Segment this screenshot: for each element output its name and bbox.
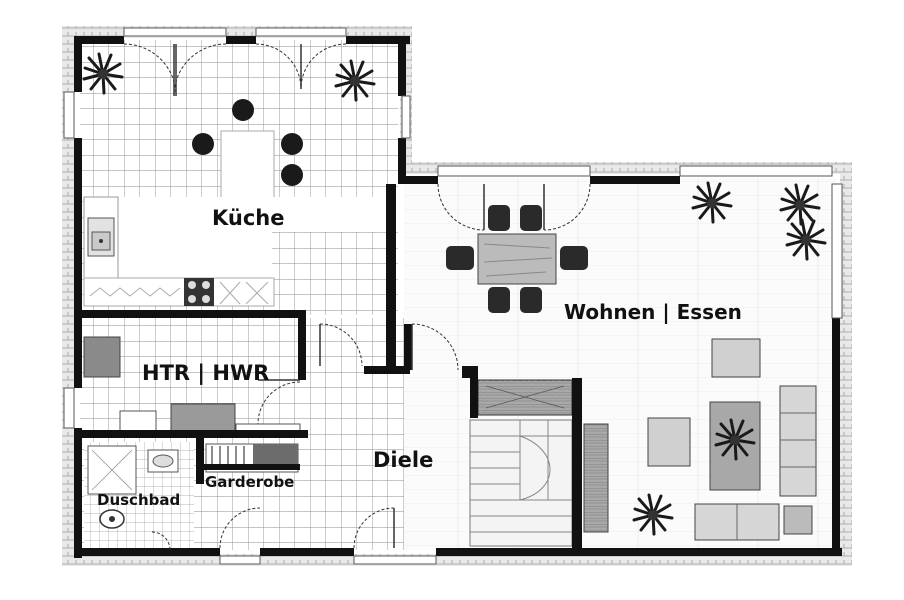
stairs-icon	[469, 379, 609, 547]
kitchen-furniture	[83, 99, 398, 307]
room-label-htr-hwr: HTR | HWR	[142, 361, 270, 385]
living-floor	[404, 178, 836, 550]
shower-icon	[87, 445, 137, 495]
bath-sink-icon	[147, 449, 179, 473]
toilet-icon	[99, 509, 125, 529]
stove-icon	[184, 278, 214, 306]
door-leaves	[173, 44, 545, 548]
door-swings	[123, 43, 591, 551]
chair-icon	[446, 205, 588, 313]
windows	[63, 27, 843, 565]
walls	[74, 36, 842, 558]
room-label-diele: Diele	[373, 448, 434, 472]
room-label-garderobe: Garderobe	[205, 473, 295, 491]
dining-table	[477, 233, 557, 285]
sofa-icon	[647, 338, 817, 541]
room-label-kueche: Küche	[212, 206, 285, 230]
room-label-wohnen-essen: Wohnen | Essen	[564, 300, 742, 324]
room-label-duschbad: Duschbad	[97, 491, 181, 509]
utility-furniture	[83, 336, 301, 435]
sink-icon	[87, 217, 115, 257]
